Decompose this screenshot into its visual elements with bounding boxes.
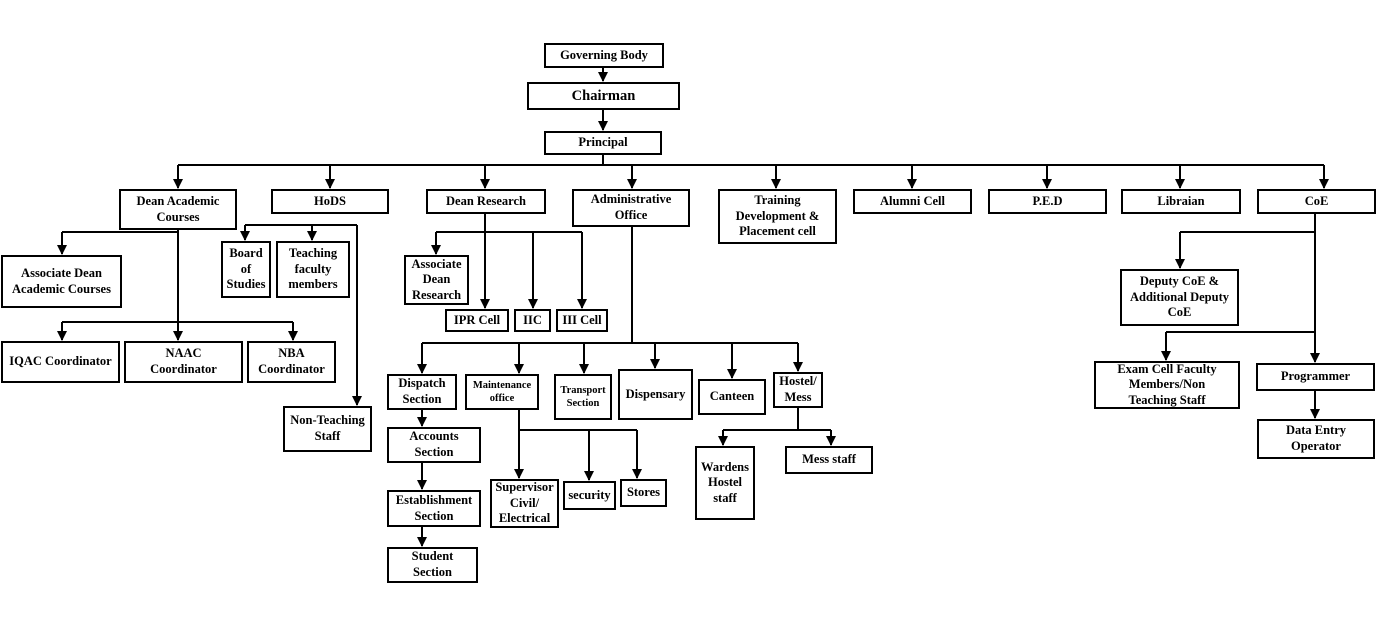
associate-dean-academic-box: Associate Dean Academic Courses (1, 255, 122, 308)
student-section-box: Student Section (387, 547, 478, 583)
ped-box: P.E.D (988, 189, 1107, 214)
wardens-hostel-staff-box: Wardens Hostel staff (695, 446, 755, 520)
canteen-box: Canteen (698, 379, 766, 415)
data-entry-operator-box: Data Entry Operator (1257, 419, 1375, 459)
associate-dean-research-box: Associate Dean Research (404, 255, 469, 305)
stores-box: Stores (620, 479, 667, 507)
chairman-box: Chairman (527, 82, 680, 110)
accounts-section-box: Accounts Section (387, 427, 481, 463)
librarian-box: Libraian (1121, 189, 1241, 214)
principal-box: Principal (544, 131, 662, 155)
iii-cell-box: III Cell (556, 309, 608, 332)
governing-body-box: Governing Body (544, 43, 664, 68)
security-box: security (563, 481, 616, 510)
hostel-mess-box: Hostel/ Mess (773, 372, 823, 408)
supervisor-civil-electrical-box: Supervisor Civil/ Electrical (490, 479, 559, 528)
iqac-coordinator-box: IQAC Coordinator (1, 341, 120, 383)
programmer-box: Programmer (1256, 363, 1375, 391)
board-of-studies-box: Board of Studies (221, 241, 271, 298)
maintenance-office-box: Maintenance office (465, 374, 539, 410)
dispensary-box: Dispensary (618, 369, 693, 420)
non-teaching-staff-box: Non-Teaching Staff (283, 406, 372, 452)
nba-coordinator-box: NBA Coordinator (247, 341, 336, 383)
alumni-cell-box: Alumni Cell (853, 189, 972, 214)
transport-section-box: Transport Section (554, 374, 612, 420)
deputy-coe-box: Deputy CoE & Additional Deputy CoE (1120, 269, 1239, 326)
dispatch-section-box: Dispatch Section (387, 374, 457, 410)
exam-cell-staff-box: Exam Cell Faculty Members/Non Teaching S… (1094, 361, 1240, 409)
teaching-faculty-box: Teaching faculty members (276, 241, 350, 298)
establishment-section-box: Establishment Section (387, 490, 481, 527)
naac-coordinator-box: NAAC Coordinator (124, 341, 243, 383)
iic-box: IIC (514, 309, 551, 332)
training-placement-box: Training Development & Placement cell (718, 189, 837, 244)
administrative-office-box: Administrative Office (572, 189, 690, 227)
coe-box: CoE (1257, 189, 1376, 214)
dean-research-box: Dean Research (426, 189, 546, 214)
hods-box: HoDS (271, 189, 389, 214)
dean-academic-courses-box: Dean Academic Courses (119, 189, 237, 230)
mess-staff-box: Mess staff (785, 446, 873, 474)
ipr-cell-box: IPR Cell (445, 309, 509, 332)
